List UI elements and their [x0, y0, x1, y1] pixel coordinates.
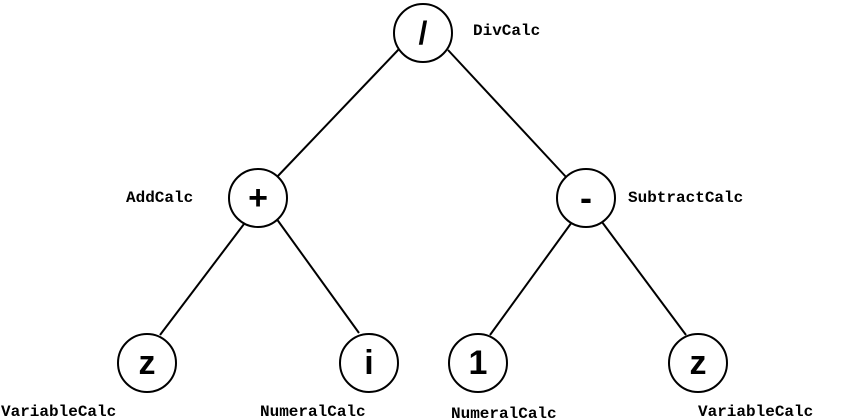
- edge-subtract-to-var-z: [601, 221, 687, 336]
- node-numeral-i-symbol: i: [364, 344, 374, 382]
- edge-div-to-add: [275, 47, 401, 179]
- node-variable-z-left-symbol: z: [138, 344, 156, 382]
- edge-add-to-var-z: [159, 223, 245, 336]
- label-variable-calc-left: VariableCalc: [1, 403, 117, 420]
- node-numeral-i: i: [339, 333, 399, 393]
- edge-add-to-num-i: [275, 217, 360, 334]
- node-numeral-1-symbol: 1: [468, 344, 488, 382]
- node-subtract: -: [556, 168, 616, 228]
- label-variable-calc-right: VariableCalc: [698, 403, 814, 420]
- node-div: /: [393, 3, 453, 63]
- node-variable-z-left: z: [117, 333, 177, 393]
- label-add-calc: AddCalc: [126, 189, 194, 207]
- label-numeral-calc-right: NumeralCalc: [451, 405, 557, 420]
- edge-div-to-subtract: [447, 49, 568, 179]
- node-add-symbol: +: [248, 179, 268, 217]
- node-add: +: [228, 168, 288, 228]
- node-variable-z-right-symbol: z: [689, 344, 707, 382]
- node-numeral-1: 1: [448, 333, 508, 393]
- node-div-symbol: /: [418, 15, 428, 51]
- edge-subtract-to-num-1: [489, 221, 573, 336]
- node-subtract-symbol: -: [580, 177, 592, 218]
- label-subtract-calc: SubtractCalc: [628, 189, 744, 207]
- node-variable-z-right: z: [668, 333, 728, 393]
- label-numeral-calc-left: NumeralCalc: [260, 403, 366, 420]
- label-div-calc: DivCalc: [473, 22, 541, 40]
